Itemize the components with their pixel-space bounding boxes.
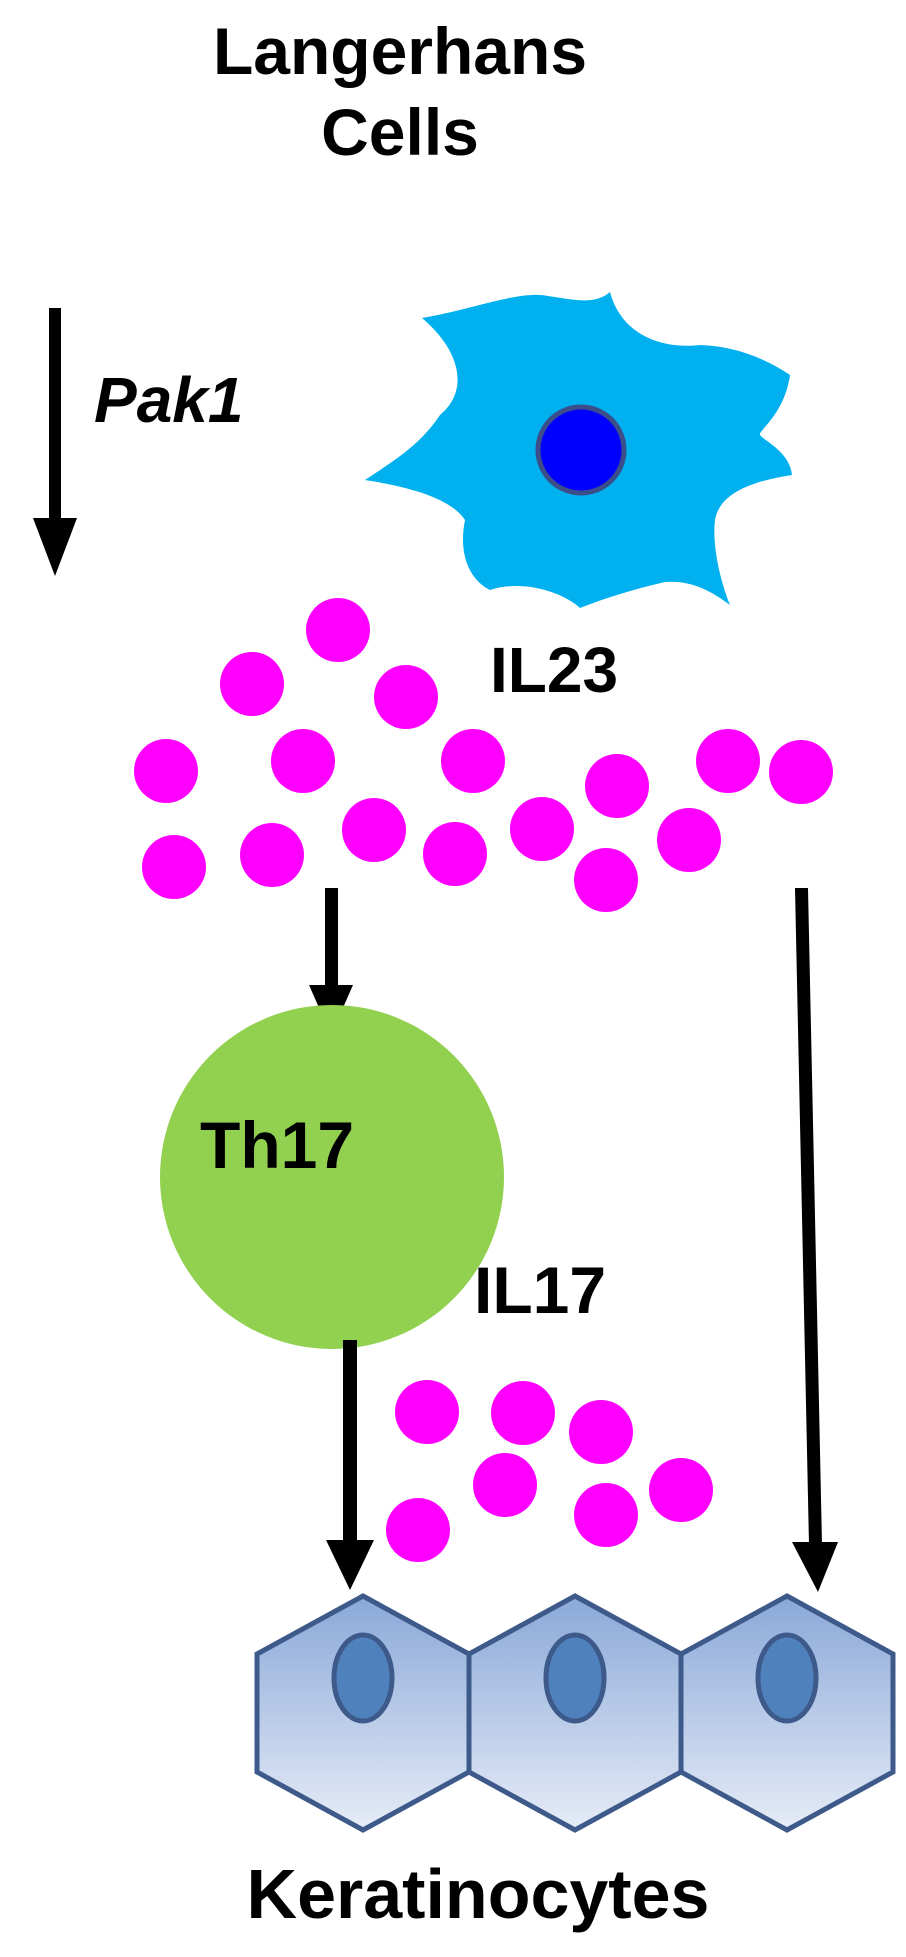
cytokine-dot [569,1400,633,1464]
th17-label: Th17 [200,1108,354,1182]
t-cell-icon [160,1005,504,1349]
cytokine-dot [220,652,284,716]
cytokine-dot [510,797,574,861]
cytokine-dot [306,598,370,662]
arrow-head [33,518,77,576]
cytokine-dot [657,808,721,872]
langerhans-cell [365,292,792,608]
arrow-shaft [325,888,338,993]
cytokine-dot [769,740,833,804]
il23-to-keratinocytes-arrow [792,888,838,1592]
arrow-shaft [795,888,822,1545]
cytokine-dot [696,729,760,793]
keratinocyte-nucleus [543,1632,607,1724]
arrow-shaft [343,1340,357,1545]
il23-particles [134,598,833,912]
arrow-head [792,1542,838,1592]
cytokine-dot [423,822,487,886]
cytokine-dot [441,729,505,793]
gene-label: Pak1 [94,364,243,436]
keratinocytes-label: Keratinocytes [247,1855,710,1933]
cytokine-dot [395,1380,459,1444]
keratinocyte-nucleus [755,1632,819,1724]
cytokine-dot [142,835,206,899]
cytokine-dot [134,739,198,803]
cytokine-dot [240,823,304,887]
keratinocyte-nucleus [331,1632,395,1724]
cytokine-dot [574,1483,638,1547]
cytokine-dot [585,754,649,818]
cytokine-dot [473,1453,537,1517]
cytokine-dot [649,1458,713,1522]
langerhans-nucleus [535,404,627,496]
arrow-shaft [49,308,61,528]
il23-label: IL23 [490,634,618,706]
title-line-2: Cells [321,95,479,169]
cytokine-dot [386,1498,450,1562]
keratinocyte-layer [254,1593,896,1833]
cytokine-dot [374,665,438,729]
il17-particles [386,1380,713,1562]
title-line-1: Langerhans [213,14,587,88]
arrow-head [326,1540,374,1590]
pak1-down-arrow [33,308,77,576]
cytokine-dot [574,848,638,912]
cytokine-dot [342,798,406,862]
cytokine-dot [491,1381,555,1445]
th17-to-keratinocytes-arrow [326,1340,374,1590]
il17-label: IL17 [474,1253,606,1327]
cytokine-dot [271,729,335,793]
